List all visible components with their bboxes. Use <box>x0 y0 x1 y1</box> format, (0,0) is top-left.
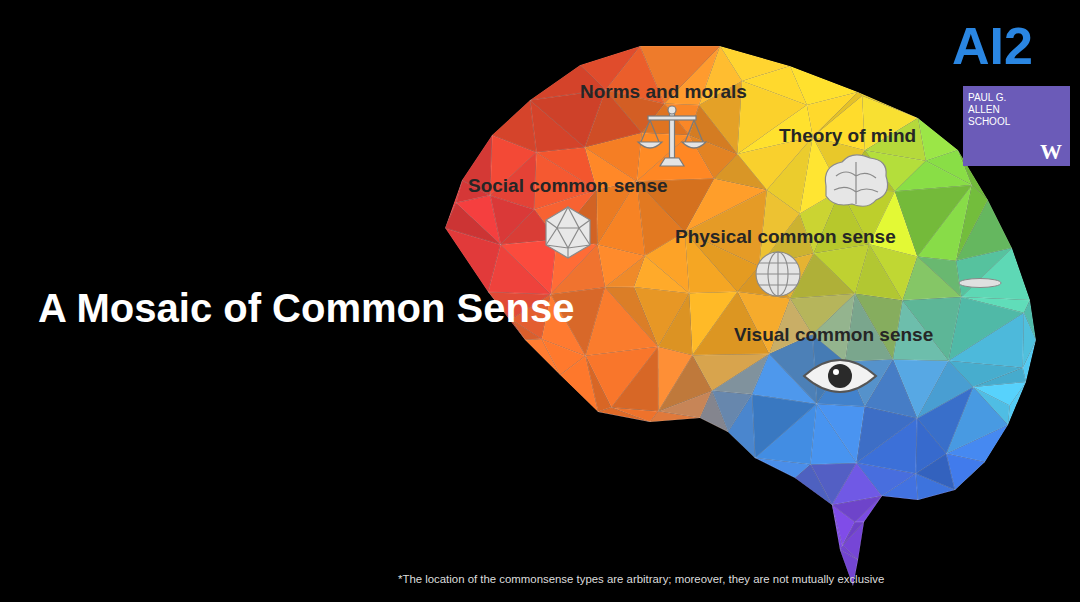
small-ellipse-icon <box>959 279 1001 288</box>
mosaic-facet <box>650 422 853 586</box>
mosaic-facet <box>949 313 1024 368</box>
globe-lines <box>756 252 800 296</box>
brain-icon-outline <box>825 155 887 206</box>
scales-pan <box>682 142 706 148</box>
region-label: Norms and morals <box>580 81 747 103</box>
region-label: Theory of mind <box>779 125 916 147</box>
globe-icon <box>756 252 800 296</box>
scales-strings <box>641 120 703 142</box>
mosaic-facet <box>790 66 858 105</box>
eye-icon <box>804 360 876 392</box>
mosaic-facet <box>700 391 728 432</box>
mosaic-facet <box>858 92 918 118</box>
scales-pan <box>638 142 662 148</box>
school-logo-box <box>963 86 1070 166</box>
mosaic-facet <box>853 490 955 586</box>
mosaic-facet <box>525 339 560 375</box>
mosaic-facet <box>858 500 918 560</box>
mosaic-facet <box>728 394 755 458</box>
mosaic-facet <box>755 458 853 586</box>
region-label: Social common sense <box>468 175 668 197</box>
mosaic-facet <box>864 496 918 522</box>
mosaic-facet <box>810 404 856 465</box>
eye-outline <box>804 360 876 392</box>
mosaic-facet <box>855 496 882 522</box>
mosaic-facet <box>492 100 536 152</box>
mosaic-facet <box>598 412 853 586</box>
scales-icon <box>638 106 706 166</box>
mosaic-facet <box>961 297 1030 313</box>
logo-text: AI2 <box>952 16 1033 76</box>
mosaic-facet <box>1023 313 1036 368</box>
region-label: Physical common sense <box>675 226 896 248</box>
globe-outline <box>756 252 800 296</box>
icosahedron-outline <box>546 207 590 258</box>
eye-iris <box>828 364 852 388</box>
brain-icon-folds <box>834 162 878 204</box>
logo-text: PAUL G. ALLEN SCHOOL <box>968 92 1028 128</box>
mosaic-facet <box>598 407 650 422</box>
eye-highlight <box>833 369 839 375</box>
mosaic-facet <box>755 404 817 465</box>
mosaic-facet <box>916 474 955 500</box>
mosaic-facet <box>755 458 840 550</box>
mosaic-facet <box>658 347 692 412</box>
scales-knob <box>668 106 676 114</box>
mosaic-facet <box>853 462 985 586</box>
mosaic-facet <box>946 454 985 490</box>
region-label: Visual common sense <box>734 324 933 346</box>
mosaic-facet <box>795 464 832 505</box>
mosaic-facet <box>650 411 700 422</box>
mosaic-facet <box>903 257 962 301</box>
brain-icon <box>825 155 887 206</box>
logo-mark: W <box>1040 139 1062 165</box>
mosaic-facet <box>720 46 790 81</box>
mosaic-facet <box>689 292 737 356</box>
slide-title: A Mosaic of Common Sense <box>38 286 574 331</box>
icosahedron-icon <box>546 207 590 258</box>
icosahedron-edges <box>546 207 590 258</box>
mosaic-facet <box>445 203 500 245</box>
scales-beam <box>648 116 696 120</box>
scales-base <box>660 158 684 166</box>
mosaic-facet <box>973 382 1026 405</box>
mosaic-facet <box>585 287 658 356</box>
mosaic-facet <box>882 474 918 500</box>
footnote: *The location of the commonsense types a… <box>398 573 884 585</box>
mosaic-facet <box>961 248 1030 300</box>
mosaic-facet <box>637 133 689 181</box>
